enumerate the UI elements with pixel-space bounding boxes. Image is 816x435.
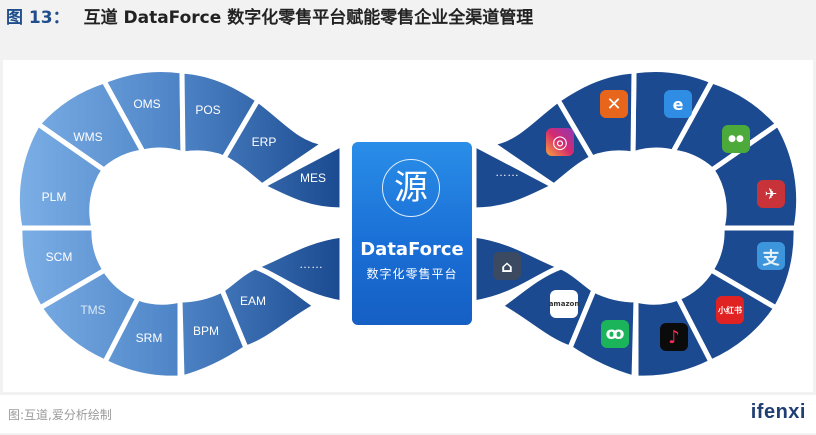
- label-scm: SCM: [46, 250, 73, 264]
- label-mes: MES: [300, 171, 326, 185]
- instagram-icon: ◎: [546, 128, 574, 156]
- xiaohongshu-icon: 小红书: [716, 296, 744, 324]
- label-pos: POS: [195, 103, 220, 117]
- platform-name: DataForce: [360, 239, 464, 260]
- left-ring: [14, 67, 345, 382]
- label-bpm: BPM: [193, 324, 219, 338]
- segment-bpm: [177, 286, 250, 382]
- mini-program-icon: ꝏ: [601, 320, 629, 348]
- red-bird-app-icon: ✈: [757, 180, 785, 208]
- right-ring: [471, 67, 802, 382]
- label-eam: EAM: [240, 294, 266, 308]
- source-note: 图:互道,爱分析绘制: [8, 408, 112, 422]
- segment-more-right: [471, 139, 560, 213]
- segment-srm: [101, 294, 183, 381]
- label-srm: SRM: [136, 331, 163, 345]
- alipay-icon: 支: [757, 242, 785, 270]
- platform-subtitle: 数字化零售平台: [366, 267, 458, 281]
- segment-plm: [14, 120, 108, 231]
- douyin-icon: ♪: [660, 323, 688, 351]
- figure-caption: 互道 DataForce 数字化零售平台赋能零售企业全渠道管理: [83, 8, 534, 28]
- eleme-icon: e: [664, 90, 692, 118]
- ifenxi-logo: ifenxi: [750, 401, 806, 423]
- label-wms: WMS: [73, 130, 102, 144]
- segment-instagram: [484, 96, 596, 190]
- label-oms: OMS: [133, 97, 160, 111]
- left-ring-labels: OMS POS ERP MES …… EAM BPM SRM TMS SCM P…: [42, 97, 326, 345]
- segment-eam: [218, 264, 321, 352]
- segment-wms: [34, 77, 147, 174]
- label-more-left: ……: [299, 257, 323, 271]
- dataforce-logo-icon: 源: [382, 159, 440, 217]
- segment-amazon: [495, 264, 598, 352]
- dianping-icon: ✕: [600, 90, 628, 118]
- label-plm: PLM: [42, 190, 67, 204]
- dataforce-platform-box: 源 DataForce 数字化零售平台: [352, 142, 472, 325]
- store-icon: ⌂: [493, 252, 521, 280]
- figure-title: 图 13： 互道 DataForce 数字化零售平台赋能零售企业全渠道管理: [6, 4, 533, 32]
- footer: 图:互道,爱分析绘制 ifenxi: [0, 395, 816, 433]
- segment-scm: [17, 225, 109, 312]
- figure-number: 图 13：: [6, 8, 70, 28]
- label-more-right: ……: [495, 165, 519, 179]
- segment-tms: [36, 266, 142, 366]
- label-tms: TMS: [80, 303, 105, 317]
- segment-erp: [220, 96, 332, 190]
- wechat-icon: ●●: [722, 125, 750, 153]
- amazon-icon: amazon: [549, 290, 579, 318]
- segment-mes: [256, 139, 345, 213]
- label-erp: ERP: [252, 135, 277, 149]
